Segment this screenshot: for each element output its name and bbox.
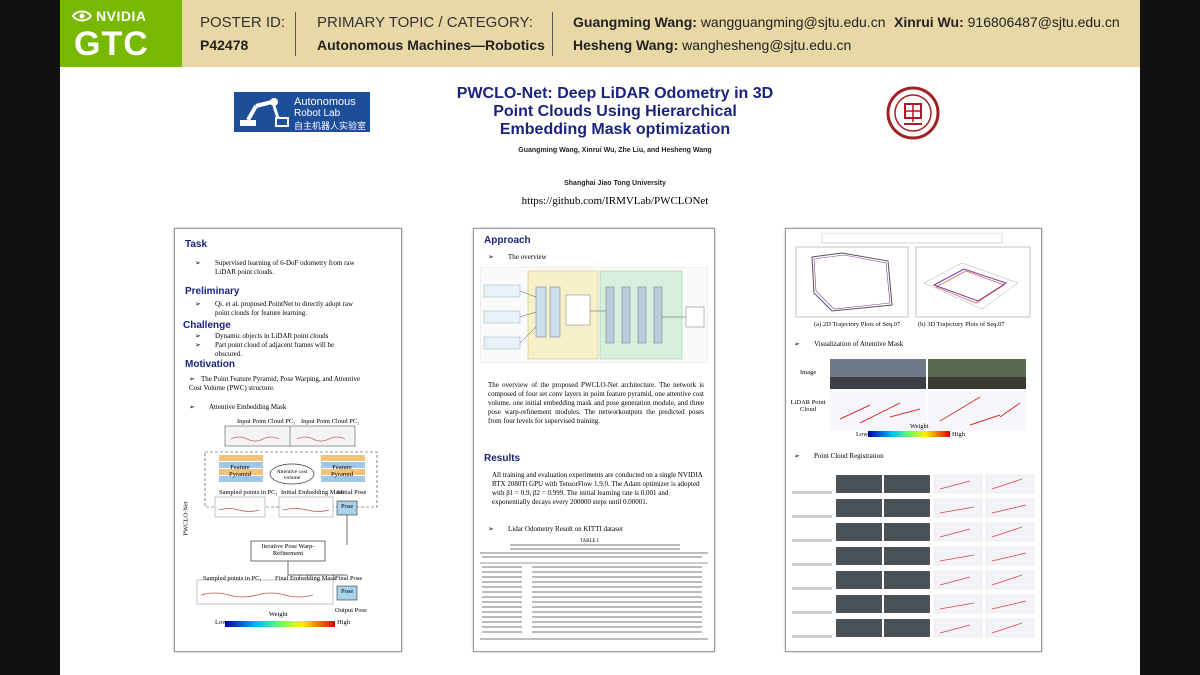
figure-label: Attentive cost volume: [276, 469, 308, 481]
header-divider: [552, 12, 553, 56]
poster-id-value: P42478: [200, 37, 249, 53]
figure-label: Initial Pose: [337, 489, 367, 496]
header-bar: NVIDIA GTC POSTER ID: P42478 PRIMARY TOP…: [60, 0, 1140, 67]
figure-label: Final Embedding Mask: [275, 575, 337, 582]
poster-panel-right: (a) 2D Trajectory Plots of Seq.07 (b) 3D…: [785, 228, 1042, 652]
results-description: All training and evaluation experiments …: [492, 471, 703, 506]
sjtu-seal-logo: [886, 86, 940, 140]
nvidia-eye-icon: [72, 10, 92, 22]
poster-panel-middle: Approach ➢The overview The overview of t…: [473, 228, 715, 652]
poster-slide: NVIDIA GTC POSTER ID: P42478 PRIMARY TOP…: [60, 0, 1140, 675]
lab-logo-text: Autonomous: [294, 96, 356, 108]
lab-logo-text: Robot Lab: [294, 108, 341, 119]
figure-label: Feature Pyramid: [228, 464, 252, 478]
architecture-figure: Input Point Cloud PC₁ Input Point Cloud …: [175, 415, 401, 651]
section-task: Task: [185, 239, 208, 250]
figure-label: Weight: [910, 423, 929, 430]
figure-label: Feature Pyramid: [330, 464, 354, 478]
figure-label: High: [952, 431, 965, 438]
robot-lab-logo: Autonomous Robot Lab 自主机器人实验室: [234, 92, 370, 132]
nvidia-wordmark: NVIDIA: [96, 8, 147, 24]
figure-label: LiDAR Point Cloud: [790, 399, 826, 413]
figure-label: Output Pose: [335, 607, 367, 614]
trajectory-plots-figure: [795, 233, 1031, 318]
gtc-badge: NVIDIA GTC: [60, 0, 182, 67]
figure-label: Pose: [341, 588, 354, 595]
figure-label: PWCLO-Net: [182, 501, 190, 536]
overview-description: The overview of the proposed PWCLO-Net a…: [488, 381, 704, 425]
topic-label: PRIMARY TOPIC / CATEGORY:: [317, 14, 533, 31]
author-contact: Hesheng Wang: wanghesheng@sjtu.edu.cn: [573, 37, 852, 53]
author-contact: Xinrui Wu: 916806487@sjtu.edu.cn: [894, 14, 1120, 30]
registration-figure: [792, 474, 1035, 638]
figure-label: Image: [800, 369, 817, 376]
poster-panel-left: Task ➢Supervised learning of 6-DoF odome…: [174, 228, 402, 652]
figure-label: Final Pose: [335, 575, 363, 582]
figure-label: Input Point Cloud PC₁: [237, 418, 296, 425]
figure-label: Sampled points in PC₁: [219, 489, 278, 496]
section-approach: Approach: [484, 235, 531, 246]
results-table-grid: [480, 544, 708, 640]
table-title: TABLE I: [580, 539, 599, 544]
figure-label: Low: [856, 431, 868, 438]
section-results: Results: [484, 453, 521, 464]
network-overview-figure: [480, 267, 708, 363]
figure-label: Input Point Cloud PC₂: [301, 418, 360, 425]
figure-label: Pose: [341, 503, 354, 510]
poster-github-link[interactable]: https://github.com/IRMVLab/PWCLONet: [521, 195, 709, 207]
attentive-mask-figure: [830, 359, 1026, 431]
figure-label: Iterative Pose Warp-Refinement: [261, 543, 315, 557]
gtc-wordmark: GTC: [74, 25, 149, 63]
figure-label: Weight: [269, 611, 288, 618]
section-motivation: Motivation: [185, 359, 235, 370]
figure-label: High: [337, 619, 350, 626]
robot-arm-icon: [240, 98, 289, 127]
poster-id-label: POSTER ID:: [200, 14, 286, 31]
topic-value: Autonomous Machines—Robotics: [317, 37, 545, 53]
figure-caption: (b) 3D Trajectory Plots of Seq.07: [918, 321, 1005, 328]
architecture-diagram: [196, 425, 378, 627]
lab-logo-text: 自主机器人实验室: [294, 121, 367, 131]
header-divider: [295, 12, 296, 56]
figure-caption: (a) 2D Trajectory Plots of Seq.07: [814, 321, 901, 328]
poster-affiliation: Shanghai Jiao Tong University: [564, 180, 666, 187]
figure-label: Sampled points in PC₁: [203, 575, 262, 582]
section-challenge: Challenge: [183, 320, 231, 331]
kitti-results-table: TABLE I: [480, 539, 708, 643]
section-preliminary: Preliminary: [185, 286, 240, 297]
poster-authors: Guangming Wang, Xinrui Wu, Zhe Liu, and …: [518, 147, 712, 154]
weight-colorbar: [868, 431, 950, 437]
figure-label: Initial Embedding Mask: [281, 489, 345, 496]
author-contact: Guangming Wang: wangguangming@sjtu.edu.c…: [573, 14, 886, 30]
poster-title: PWCLO-Net: Deep LiDAR Odometry in 3D Poi…: [456, 85, 774, 138]
figure-label: Low: [215, 619, 227, 626]
